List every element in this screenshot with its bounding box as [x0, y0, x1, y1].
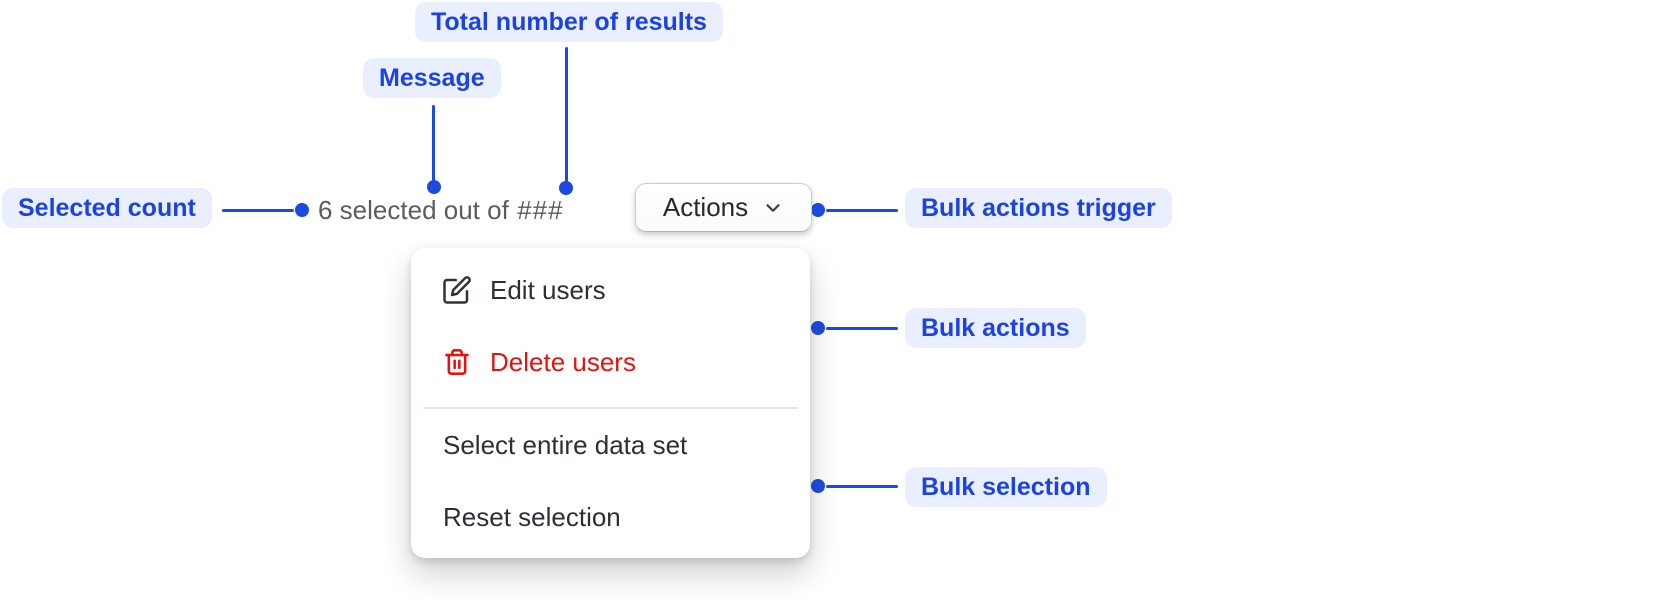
bulk-actions-menu: Edit users Delete users Select entire da… — [411, 248, 810, 558]
annotation-label-bulk-actions: Bulk actions — [905, 308, 1086, 348]
trash-icon — [442, 347, 472, 377]
connector-dot-total-results — [559, 181, 573, 195]
menu-item-delete-users[interactable]: Delete users — [411, 338, 810, 386]
connector-dot-selected-count — [295, 203, 309, 217]
connector-dot-bulk-selection — [811, 479, 825, 493]
annotation-label-total-results: Total number of results — [415, 2, 723, 42]
menu-item-edit-users[interactable]: Edit users — [411, 266, 810, 314]
connector-line-bulk-actions-trigger — [826, 209, 898, 212]
selected-count-text: 6 selected out of — [318, 195, 509, 225]
connector-dot-message — [427, 180, 441, 194]
total-results-placeholder: ### — [516, 195, 564, 225]
connector-line-message — [432, 105, 435, 181]
menu-item-label: Reset selection — [443, 501, 621, 532]
actions-button-label: Actions — [662, 192, 749, 222]
connector-line-selected-count — [222, 209, 294, 212]
menu-item-label: Select entire data set — [443, 429, 688, 460]
connector-dot-bulk-actions — [811, 321, 825, 335]
selection-count-message: 6 selected out of### — [318, 190, 563, 230]
annotation-label-bulk-selection: Bulk selection — [905, 467, 1107, 507]
menu-item-reset-selection[interactable]: Reset selection — [411, 493, 810, 541]
menu-item-label: Delete users — [490, 346, 636, 377]
connector-line-bulk-selection — [826, 485, 898, 488]
annotation-label-bulk-actions-trigger: Bulk actions trigger — [905, 188, 1172, 228]
annotation-label-selected-count: Selected count — [2, 188, 212, 228]
edit-icon — [442, 275, 472, 305]
connector-line-total-results — [565, 47, 568, 182]
menu-item-label: Edit users — [490, 274, 606, 305]
menu-divider — [423, 407, 798, 409]
menu-item-select-entire-data-set[interactable]: Select entire data set — [411, 421, 810, 469]
bulk-actions-trigger-button[interactable]: Actions — [635, 183, 812, 232]
annotation-label-message: Message — [363, 58, 501, 98]
chevron-down-icon — [762, 197, 784, 219]
connector-dot-bulk-actions-trigger — [811, 203, 825, 217]
connector-line-bulk-actions — [826, 327, 898, 330]
